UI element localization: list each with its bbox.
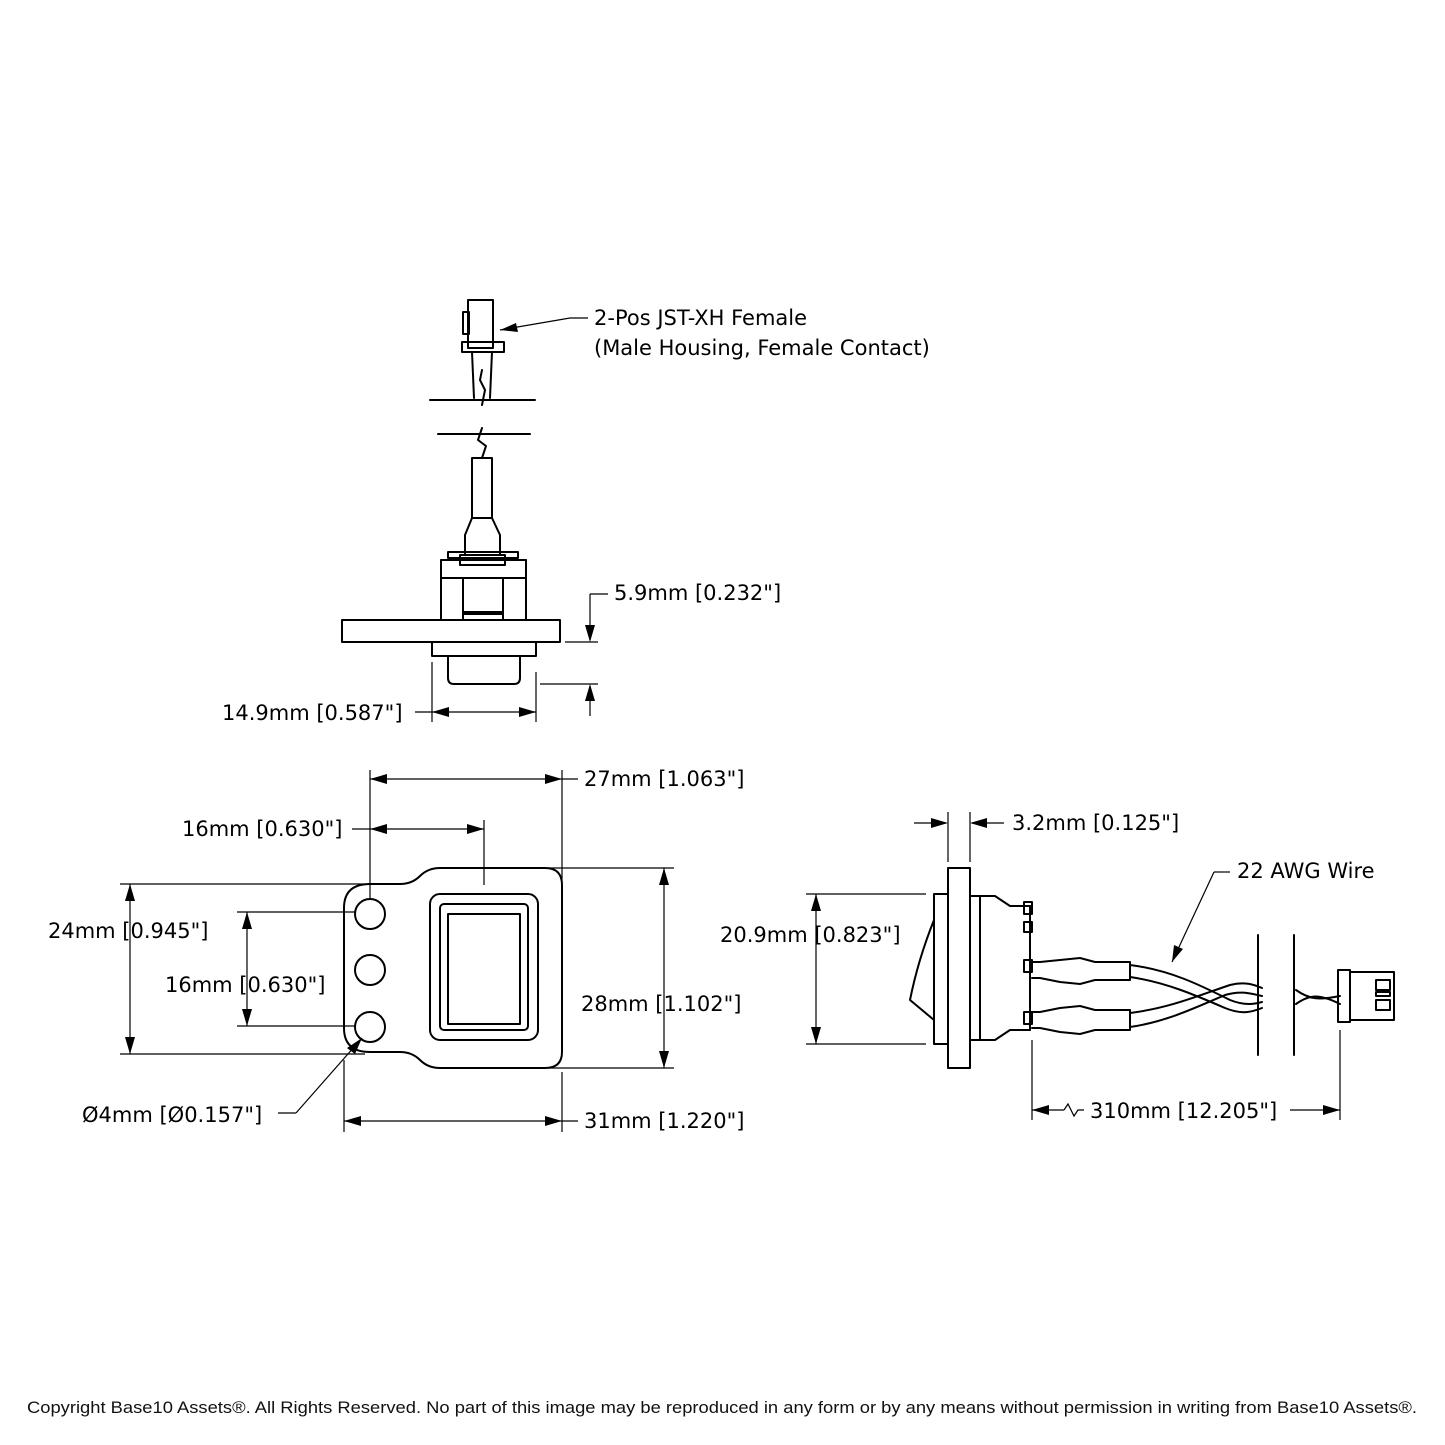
label-dim-14-9: 14.9mm [0.587"] xyxy=(222,701,403,725)
rocker-profile xyxy=(909,919,935,1021)
hole-leader xyxy=(278,1037,363,1114)
label-connector-line2: (Male Housing, Female Contact) xyxy=(594,336,930,360)
rocker-side xyxy=(431,641,537,685)
dimension-16-horizontal xyxy=(352,820,485,885)
dimension-27 xyxy=(369,770,578,899)
jst-connector-top xyxy=(461,299,505,406)
twisted-wires xyxy=(1129,964,1263,1028)
label-dim-31: 31mm [1.220"] xyxy=(584,1109,744,1133)
dimension-5-9 xyxy=(540,593,608,716)
label-wire-gauge: 22 AWG Wire xyxy=(1237,859,1375,883)
dimension-24 xyxy=(120,883,365,1055)
switch-housing-profile xyxy=(969,895,1033,1041)
dimension-14-9 xyxy=(415,662,537,722)
dimension-31 xyxy=(343,1060,578,1132)
mounting-hole-middle xyxy=(354,954,386,986)
label-dim-24: 24mm [0.945"] xyxy=(48,919,208,943)
mounting-hole-top xyxy=(354,898,386,930)
label-dim-16-v: 16mm [0.630"] xyxy=(165,973,325,997)
dimension-16-vertical xyxy=(237,911,356,1027)
jst-connector-right xyxy=(1337,969,1395,1023)
switch-body-side xyxy=(440,559,527,621)
label-dim-16-h: 16mm [0.630"] xyxy=(182,817,342,841)
label-dim-5-9: 5.9mm [0.232"] xyxy=(614,581,781,605)
dimension-310 xyxy=(1031,1030,1341,1120)
bezel-profile xyxy=(933,893,949,1045)
switch-front-view xyxy=(120,770,674,1132)
mounting-plate xyxy=(343,867,563,1069)
label-connector-line1: 2-Pos JST-XH Female xyxy=(594,306,807,330)
dimension-28 xyxy=(548,867,674,1069)
bezel-outer xyxy=(429,893,539,1041)
switch-profile-view xyxy=(806,812,1395,1120)
label-dim-20-9: 20.9mm [0.823"] xyxy=(720,923,901,947)
mounting-hole-bottom xyxy=(354,1011,386,1043)
label-dim-3-2: 3.2mm [0.125"] xyxy=(1012,811,1179,835)
bezel-inner xyxy=(439,903,529,1031)
label-dim-hole: Ø4mm [Ø0.157"] xyxy=(82,1103,262,1127)
flange-profile xyxy=(947,867,971,1069)
wire-leader xyxy=(1171,871,1230,963)
copyright-notice: Copyright Base10 Assets®. All Rights Res… xyxy=(27,1398,1417,1417)
connector-leader xyxy=(499,317,588,332)
wire-bundle xyxy=(447,457,519,566)
label-dim-27: 27mm [1.063"] xyxy=(584,767,744,791)
switch-side-view xyxy=(341,299,608,722)
rocker-face xyxy=(447,913,521,1025)
flange-side xyxy=(341,619,561,643)
label-dim-310: 310mm [12.205"] xyxy=(1090,1099,1277,1123)
wire-terminals xyxy=(1031,957,1131,1035)
label-dim-28: 28mm [1.102"] xyxy=(581,992,741,1016)
dimension-3-2 xyxy=(914,812,1004,862)
dimension-20-9 xyxy=(806,893,926,1045)
